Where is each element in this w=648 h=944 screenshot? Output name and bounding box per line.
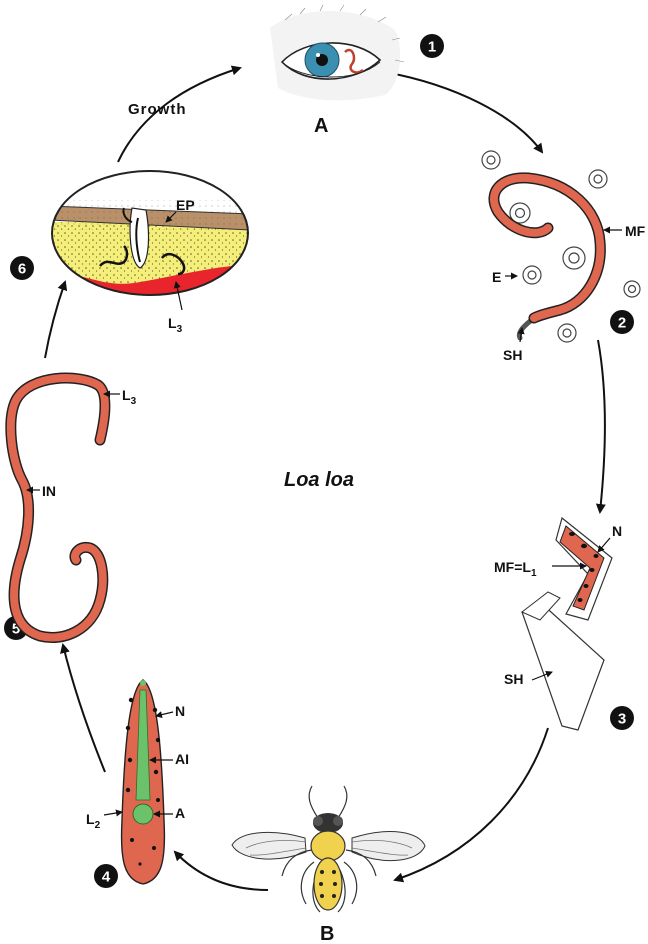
cycle-arrows bbox=[44, 65, 606, 891]
red-blood-cells bbox=[481, 150, 641, 343]
fly-illustration bbox=[231, 785, 426, 913]
label-a: A bbox=[175, 805, 185, 821]
arrow-growth-to-eye bbox=[117, 65, 242, 163]
l2-labels: N AI A L2 bbox=[86, 703, 189, 831]
arrow-l3-to-skin bbox=[44, 280, 68, 359]
stage-6-badge: 6 bbox=[10, 256, 34, 280]
diagram-title: Loa loa bbox=[284, 469, 354, 491]
label-l3-skin: L3 bbox=[168, 315, 183, 335]
l1-larva-in-fly bbox=[521, 516, 613, 731]
label-ai: AI bbox=[175, 751, 189, 767]
label-sh-l1: SH bbox=[504, 671, 523, 687]
l1-labels: N MF=L1 SH bbox=[494, 523, 622, 687]
svg-text:4: 4 bbox=[102, 869, 111, 886]
l1-sheath bbox=[521, 601, 605, 731]
microfilaria-labels: MF E SH bbox=[492, 223, 646, 363]
arrow-fly-to-l2 bbox=[173, 850, 269, 891]
eye-worm bbox=[344, 48, 364, 74]
arrow-l2-to-l3 bbox=[60, 643, 106, 773]
label-l3-worm: L3 bbox=[122, 387, 137, 407]
l2-larva bbox=[120, 679, 166, 885]
host-a-label: A bbox=[314, 115, 328, 137]
skin-larva-2 bbox=[161, 252, 186, 276]
l1-body bbox=[559, 525, 605, 611]
label-e: E bbox=[492, 269, 501, 285]
fly-wing-right bbox=[351, 831, 426, 862]
label-n-l1: N bbox=[612, 523, 622, 539]
label-ep: EP bbox=[176, 197, 195, 213]
label-mf: MF bbox=[625, 223, 646, 239]
l3-worm-labels: L3 IN bbox=[26, 387, 137, 499]
l2-intestine bbox=[135, 689, 151, 801]
l3-worm-body bbox=[6, 374, 109, 642]
human-eye-illustration bbox=[270, 4, 405, 101]
stage-4-badge: 4 bbox=[94, 864, 118, 888]
microfilaria-in-blood bbox=[481, 150, 641, 343]
skin-penetration bbox=[51, 170, 249, 296]
label-l2: L2 bbox=[86, 811, 101, 831]
skin-bite-wound bbox=[129, 207, 150, 269]
growth-label: Growth bbox=[128, 101, 187, 118]
fly-abdomen bbox=[313, 857, 343, 911]
svg-text:3: 3 bbox=[618, 711, 626, 728]
l2-anal-bulb bbox=[132, 803, 154, 825]
svg-text:2: 2 bbox=[618, 315, 626, 332]
svg-text:1: 1 bbox=[428, 39, 436, 56]
arrow-l1-to-fly bbox=[393, 727, 549, 883]
host-b-label: B bbox=[320, 923, 334, 944]
svg-text:5: 5 bbox=[12, 621, 20, 638]
stage-3-badge: 3 bbox=[610, 706, 634, 730]
l3-worm bbox=[5, 372, 111, 643]
label-in: IN bbox=[42, 483, 56, 499]
label-sh-microfilaria: SH bbox=[503, 347, 522, 363]
fly-thorax bbox=[310, 830, 346, 862]
fly-wing-left bbox=[231, 831, 307, 860]
label-n-l2: N bbox=[175, 703, 185, 719]
stage-2-badge: 2 bbox=[610, 310, 634, 334]
svg-text:6: 6 bbox=[18, 261, 26, 278]
skin-labels: EP L3 bbox=[165, 197, 195, 335]
stage-badges: 1 2 3 4 5 6 bbox=[4, 34, 634, 888]
arrow-microfilaria-to-l1 bbox=[595, 339, 606, 514]
arrow-eye-to-microfilaria bbox=[384, 71, 544, 154]
label-mf-l1: MF=L1 bbox=[494, 559, 537, 579]
stage-1-badge: 1 bbox=[420, 34, 444, 58]
skin-oval-frame bbox=[51, 170, 249, 296]
skin-larva-1 bbox=[99, 245, 129, 267]
